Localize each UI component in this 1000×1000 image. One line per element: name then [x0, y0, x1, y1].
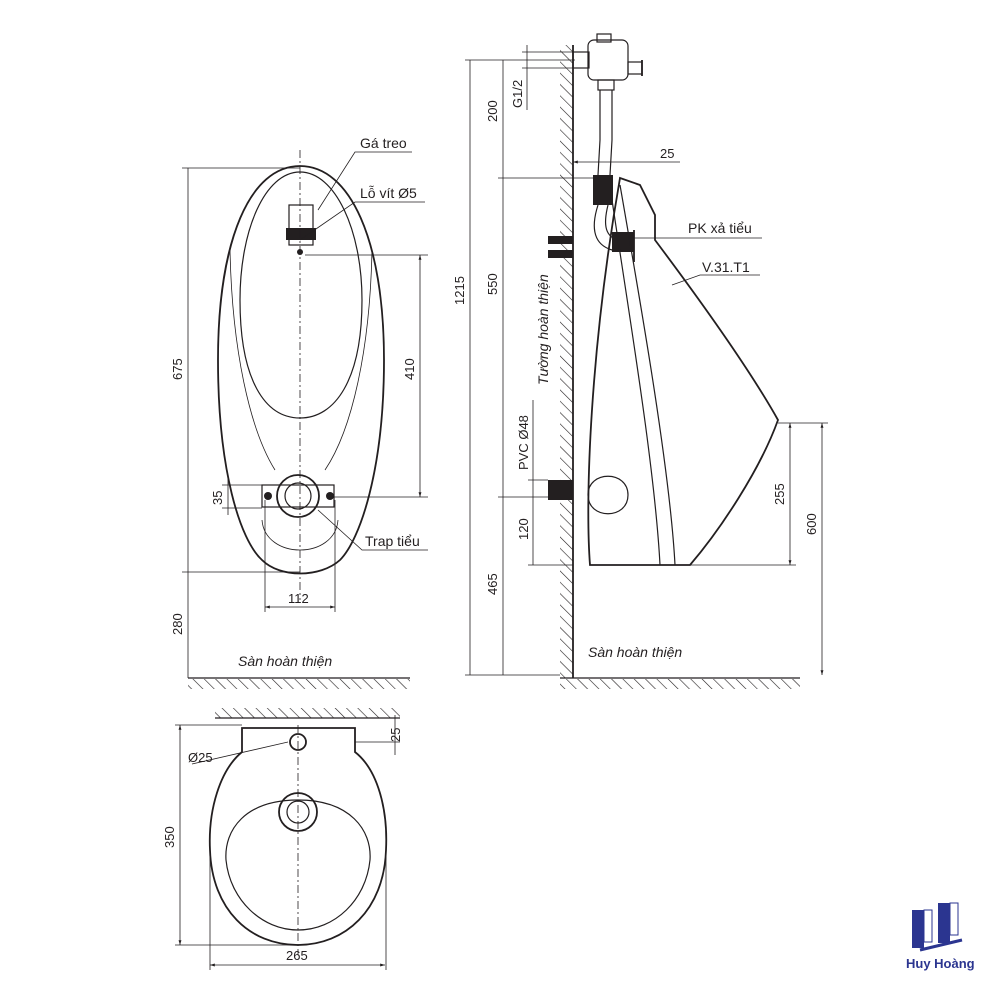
wall-hatch	[560, 45, 573, 678]
bowl-inner-line-2	[611, 199, 661, 566]
flush-valve	[572, 33, 643, 262]
label-trap: Trap tiểu	[365, 533, 420, 549]
drain-outlet-side	[587, 475, 629, 515]
label-hanger: Gá treo	[360, 135, 407, 151]
dim-465: 465	[485, 573, 500, 595]
bowl-inner-line	[619, 184, 676, 566]
inlet-hole	[289, 733, 307, 751]
label-floor-front: Sàn hoàn thiện	[238, 653, 332, 669]
front-view: 675 280 410 35 112 Gá treo Lỗ vít Ø5 Tra…	[170, 135, 428, 689]
contour-right	[324, 249, 373, 471]
dim-35: 35	[210, 491, 225, 505]
dim-265: 265	[286, 948, 308, 963]
top-view: Ø25 25 350 265	[162, 708, 403, 970]
dim-675: 675	[170, 358, 185, 380]
label-floor-side: Sàn hoàn thiện	[588, 644, 682, 660]
dim-120: 120	[516, 518, 531, 540]
floor-hatch-front	[188, 679, 410, 689]
dim-112: 112	[288, 591, 309, 606]
dim-550: 550	[485, 273, 500, 295]
dim-255: 255	[772, 483, 787, 505]
floor-hatch-side	[560, 679, 800, 689]
inner-oval	[239, 171, 363, 419]
brand-logo: Huy Hoàng	[906, 902, 975, 971]
label-thread: G1/2	[510, 80, 525, 108]
side-view: 1215 200 550 465 G1/2 25 PVC Ø48 120 255…	[452, 33, 828, 689]
dim-25-wall: 25	[388, 728, 403, 742]
trap-screw-left	[264, 492, 272, 500]
wall-hatch-top	[215, 708, 400, 718]
trap-screw-right	[326, 492, 334, 500]
trap-inner	[284, 482, 312, 510]
dim-25-pipe: 25	[660, 146, 674, 161]
wall-anchor-1	[548, 236, 573, 244]
dim-350: 350	[162, 826, 177, 848]
pvc-pipe	[548, 480, 573, 500]
label-model: V.31.T1	[702, 259, 750, 275]
dim-hole: Ø25	[188, 750, 213, 765]
trap-ring	[276, 474, 320, 518]
contour-bottom	[261, 519, 339, 551]
contour-left	[229, 249, 276, 471]
hanger-bracket	[288, 204, 314, 246]
label-pvc: PVC Ø48	[516, 415, 531, 470]
label-screw-hole: Lỗ vít Ø5	[360, 185, 417, 201]
urinal-outline-front	[217, 165, 385, 575]
hanger-clip	[286, 228, 316, 240]
wall-anchor-2	[548, 250, 573, 258]
dim-1215: 1215	[452, 276, 467, 305]
dim-600: 600	[804, 513, 819, 535]
brand-name: Huy Hoàng	[906, 956, 975, 971]
label-flush-kit: PK xả tiểu	[688, 220, 752, 236]
dim-200: 200	[485, 100, 500, 122]
dim-410: 410	[402, 358, 417, 380]
trap-plate	[261, 484, 335, 508]
urinal-outline-side	[587, 176, 779, 566]
dim-280: 280	[170, 613, 185, 635]
label-wall: Tường hoàn thiện	[535, 274, 551, 385]
